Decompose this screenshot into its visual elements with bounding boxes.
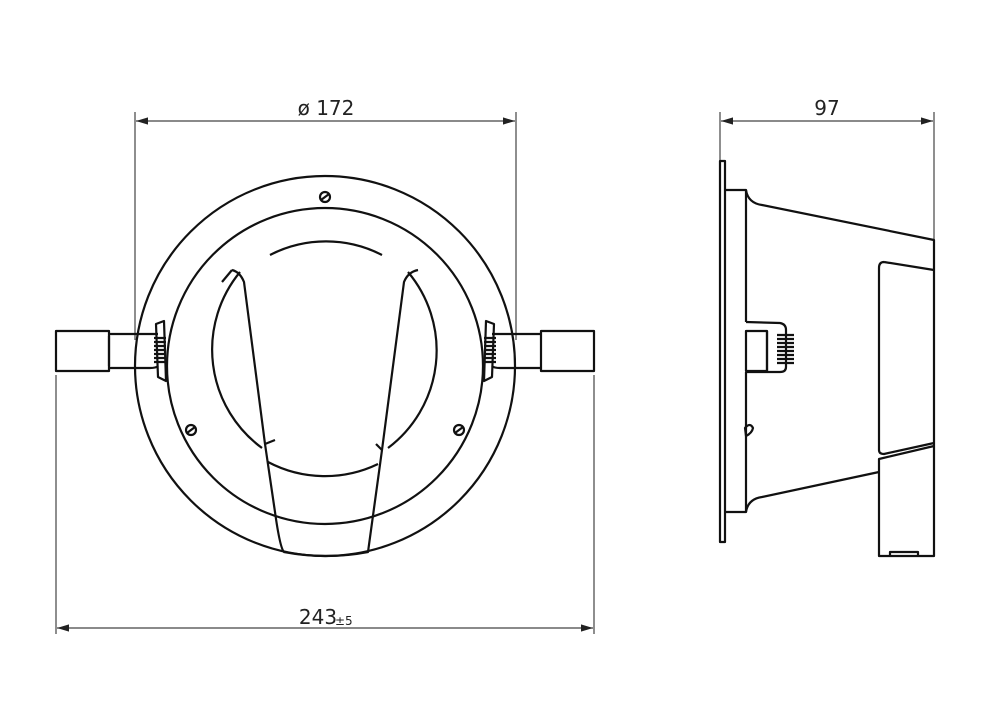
lens-bottom-arc <box>267 461 379 478</box>
screw-icon <box>452 423 466 437</box>
side-spring-clip <box>744 320 794 374</box>
overall-width-dimension: 243 ±5 <box>55 375 595 634</box>
right-spring-clip <box>482 319 596 383</box>
diameter-label: ø 172 <box>298 96 355 120</box>
overall-width-label: 243 <box>299 605 337 629</box>
tilt-handle <box>231 268 419 558</box>
lens-left-arc <box>211 271 263 449</box>
box-notch <box>888 550 920 556</box>
diameter-dimension: ø 172 <box>134 96 517 340</box>
driver-box <box>877 260 935 456</box>
body-back <box>726 188 748 514</box>
depth-dimension: 97 <box>719 96 935 240</box>
flange <box>718 159 727 544</box>
screw-icon <box>318 190 332 204</box>
front-view: ø 172 <box>54 96 596 634</box>
screw-icon <box>184 423 198 437</box>
left-spring-clip <box>54 319 168 383</box>
lens-right-arc <box>387 271 438 449</box>
lens-top-arc <box>269 240 383 256</box>
depth-label: 97 <box>814 96 839 120</box>
tolerance-label: ±5 <box>335 614 353 628</box>
housing-bottom <box>744 470 880 513</box>
side-view: 97 <box>718 96 936 558</box>
outer-bezel <box>133 174 517 558</box>
housing-top <box>744 189 936 558</box>
screw-icon <box>743 423 755 438</box>
inner-ring <box>165 206 485 526</box>
